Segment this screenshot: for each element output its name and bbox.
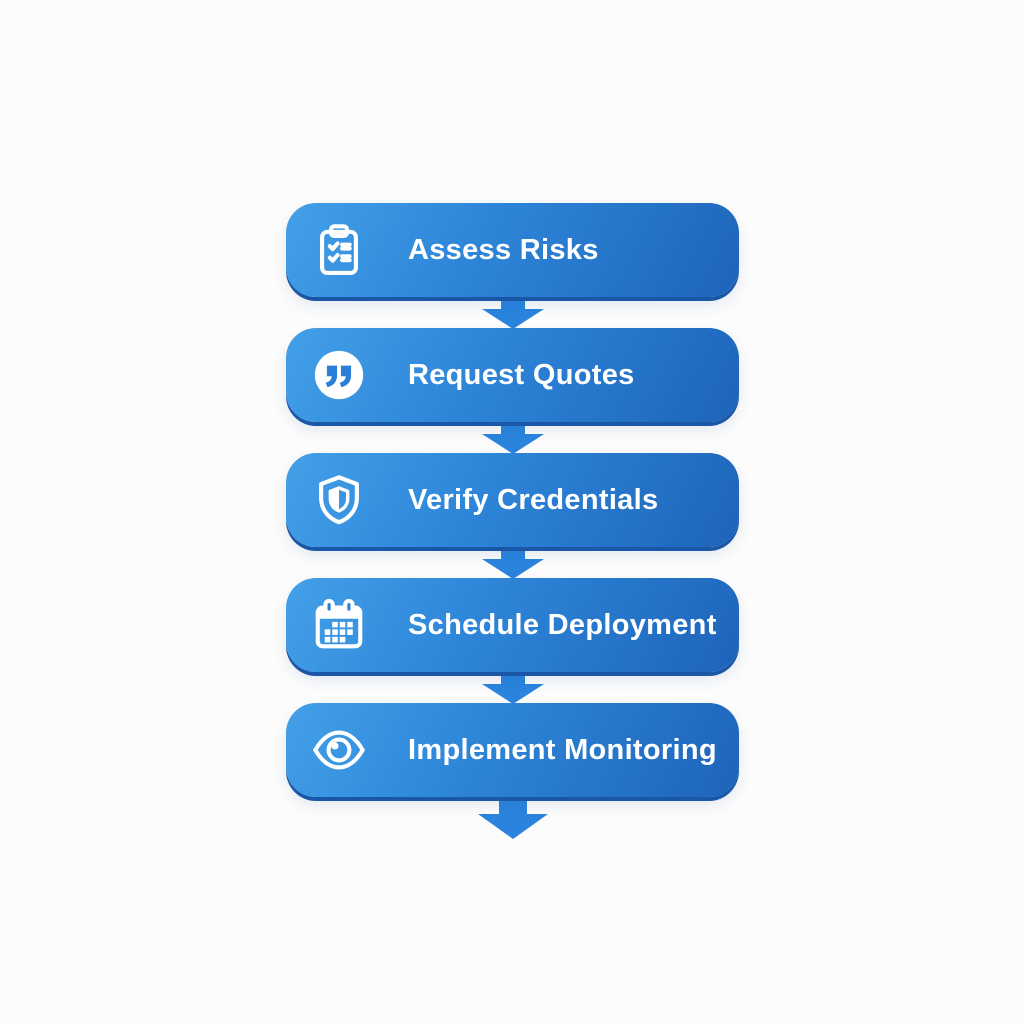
step-label: Implement Monitoring (408, 733, 717, 766)
quote-icon (310, 346, 368, 404)
step-request-quotes: Request Quotes (286, 328, 739, 422)
eye-icon (310, 721, 368, 779)
step-label: Schedule Deployment (408, 608, 717, 641)
step-label: Assess Risks (408, 233, 599, 266)
process-flow: Assess Risks Request Quotes (286, 203, 739, 843)
step-label: Request Quotes (408, 358, 635, 391)
calendar-icon (310, 596, 368, 654)
step-implement-monitoring: Implement Monitoring (286, 703, 739, 797)
step-label: Verify Credentials (408, 483, 659, 516)
flow-arrow-down-icon (286, 296, 739, 329)
step-schedule-deployment: Schedule Deployment (286, 578, 739, 672)
step-verify-credentials: Verify Credentials (286, 453, 739, 547)
step-assess-risks: Assess Risks (286, 203, 739, 297)
flow-end-arrow-icon (286, 797, 739, 843)
flow-arrow-down-icon (286, 671, 739, 704)
shield-icon (310, 471, 368, 529)
flow-arrow-down-icon (286, 421, 739, 454)
flow-arrow-down-icon (286, 546, 739, 579)
clipboard-checklist-icon (310, 221, 368, 279)
